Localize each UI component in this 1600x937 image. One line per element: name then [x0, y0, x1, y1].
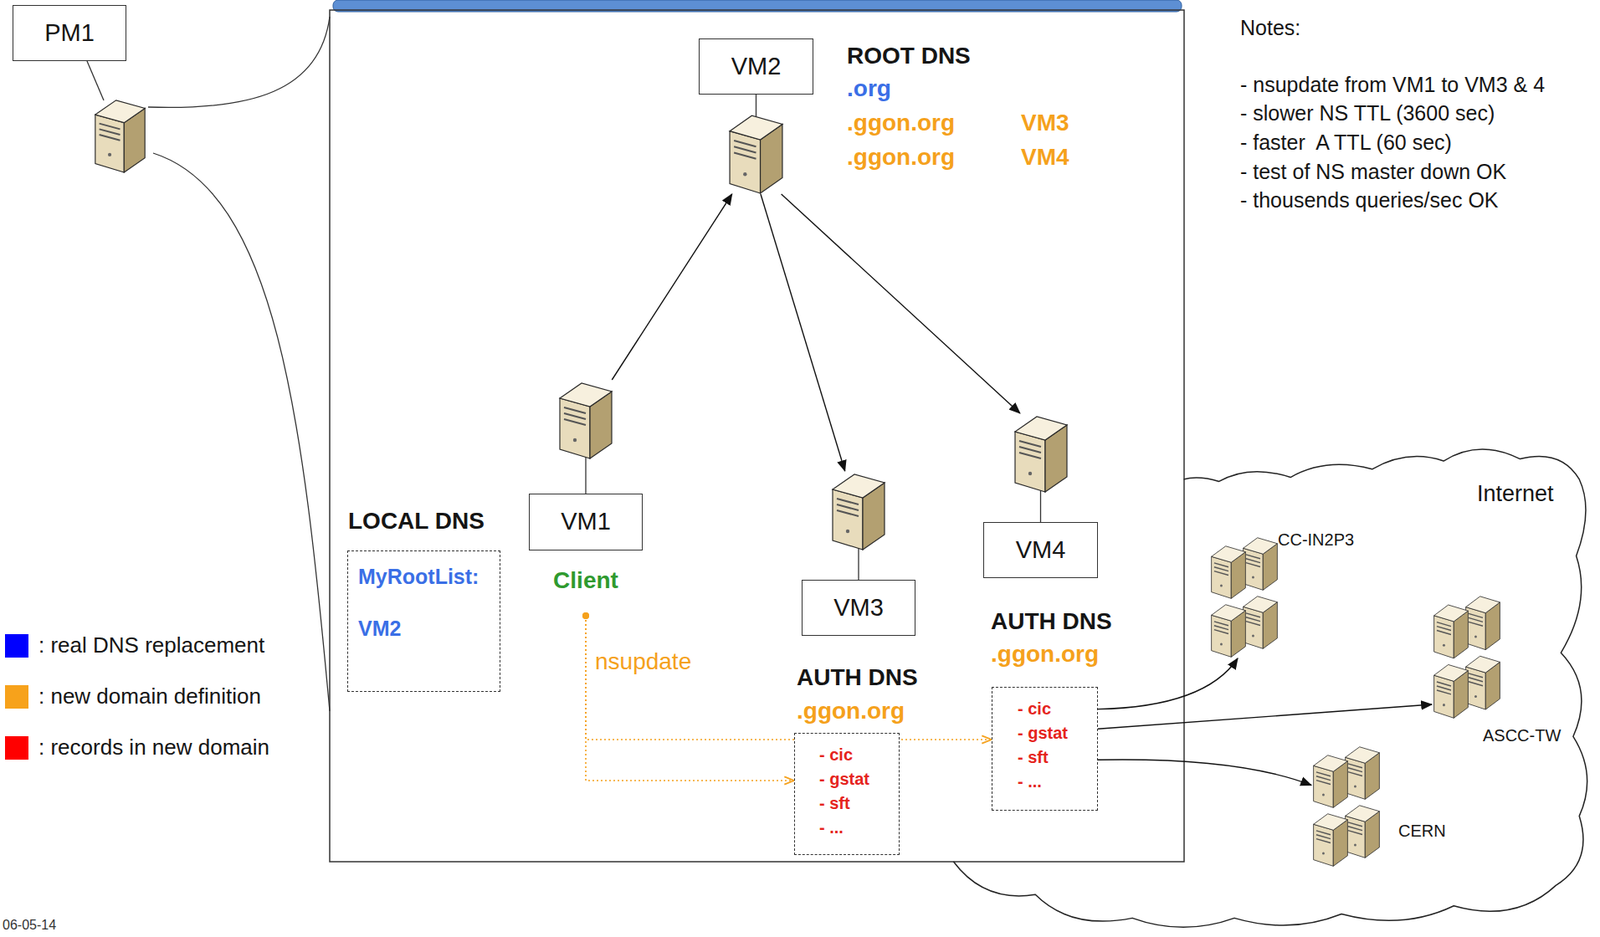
update-origin-dot	[582, 612, 590, 620]
host-server-icon	[95, 100, 145, 173]
server-icon	[726, 112, 786, 195]
server-icon-shape	[559, 383, 612, 459]
vm-label-box: VM1	[528, 493, 643, 551]
vm-name: VM2	[731, 52, 782, 81]
query-connector	[781, 194, 1021, 414]
site-name: ASCC-TW	[1482, 726, 1561, 746]
record-name: - sft	[1017, 748, 1049, 768]
cloud-label: Internet	[1476, 481, 1554, 508]
server-site: CC-IN2P3	[1209, 535, 1281, 659]
query-connector	[611, 194, 732, 380]
note-line: - test of NS master down OK	[1240, 159, 1507, 185]
notes-title: Notes:	[1240, 15, 1301, 41]
server-cluster-icon	[1311, 744, 1383, 868]
note-line: - faster A TTL (60 sec)	[1240, 130, 1452, 155]
server-cluster-icon	[1209, 535, 1281, 659]
record-name: - ...	[819, 818, 844, 838]
legend-text: : new domain definition	[38, 684, 262, 710]
role-label: Client	[553, 567, 619, 595]
server-ref: VM3	[1020, 109, 1070, 137]
tier-title: ROOT DNS	[846, 42, 971, 70]
host-name: PM1	[44, 19, 95, 47]
server-site: ASCC-TW	[1431, 594, 1503, 720]
server-icon	[1011, 413, 1071, 493]
update-origin-dot	[582, 612, 590, 620]
server-cluster-icon	[1431, 594, 1503, 720]
record-name: - gstat	[819, 769, 870, 790]
record-name: - cic	[1017, 699, 1052, 719]
record-name: - ...	[1017, 772, 1042, 792]
server-icon-shape	[1015, 416, 1067, 493]
server-cluster-icon-shape	[1313, 747, 1380, 867]
zone-name: .ggon.org	[846, 143, 955, 171]
host-link	[87, 61, 104, 101]
server-icon	[829, 471, 888, 551]
vm-name: VM3	[833, 594, 884, 622]
vm-name: VM1	[560, 507, 611, 536]
zone-name: .ggon.org	[846, 109, 955, 137]
box-heading: AUTH DNS	[796, 664, 918, 692]
vm-link	[857, 544, 859, 580]
host-box: PM1	[12, 5, 127, 62]
update-connector	[585, 615, 795, 781]
host-to-frame-wire	[148, 16, 330, 108]
vm-label-box: VM3	[801, 579, 916, 636]
cloud-outline	[953, 449, 1588, 928]
update-connector	[585, 615, 992, 740]
legend-swatch	[5, 685, 29, 709]
server-icon	[556, 379, 616, 460]
root-list-entry: MyRootList:	[358, 564, 479, 590]
vm-label-box: VM2	[698, 38, 814, 95]
query-connector	[1097, 759, 1312, 785]
server-icon-shape	[832, 474, 885, 550]
vm-link	[584, 453, 586, 494]
record-name: - gstat	[1017, 723, 1068, 744]
vm-node: VM4	[983, 413, 1098, 579]
legend-text: : records in new domain	[38, 735, 270, 761]
vm-node: VM2	[698, 38, 814, 195]
local-dns-box: LOCAL DNSMyRootList:VM2	[347, 550, 501, 693]
vm-node: VM3	[801, 471, 916, 636]
record-name: - cic	[819, 745, 853, 765]
note-line: - thousends queries/sec OK	[1240, 188, 1499, 213]
site-name: CERN	[1398, 821, 1447, 842]
record-list-box: AUTH DNS.ggon.org- cic- gstat- sft- ...	[991, 687, 1098, 811]
domain-name: .ggon.org	[990, 641, 1099, 668]
box-heading: LOCAL DNS	[348, 507, 485, 535]
virtual-host-frame	[329, 10, 1185, 862]
vm-name: VM4	[1015, 536, 1067, 565]
server-cluster-icon-shape	[1211, 538, 1278, 658]
date-stamp: 06-05-14	[2, 917, 57, 934]
record-name: - sft	[819, 794, 851, 814]
vm-label-box: VM4	[983, 522, 1098, 579]
note-line: - slower NS TTL (3600 sec)	[1240, 101, 1495, 126]
server-site: CERN	[1311, 744, 1383, 868]
site-name: CC-IN2P3	[1277, 530, 1354, 550]
server-icon-shape	[729, 115, 783, 194]
host-to-frame-wire	[153, 153, 330, 712]
domain-name: .ggon.org	[796, 697, 905, 725]
zone-name: .org	[846, 75, 892, 103]
legend-swatch	[5, 736, 29, 760]
legend-swatch	[5, 634, 29, 658]
record-list-box: AUTH DNS.ggon.org- cic- gstat- sft- ...	[794, 733, 900, 856]
query-connector	[760, 194, 846, 472]
query-connector	[1097, 704, 1432, 729]
query-connector	[1097, 658, 1238, 710]
legend-text: : real DNS replacement	[38, 633, 265, 659]
server-cluster-icon-shape	[1434, 596, 1501, 718]
connector-label: nsupdate	[592, 648, 694, 676]
note-line: - nsupdate from VM1 to VM3 & 4	[1240, 72, 1545, 98]
vm-node: VM1Client	[528, 379, 643, 616]
box-heading: AUTH DNS	[990, 608, 1113, 636]
root-list-entry: VM2	[358, 616, 401, 642]
vm-link	[1040, 487, 1042, 523]
server-ref: VM4	[1020, 143, 1070, 171]
internet-cloud: InternetCC-IN2P3ASCC-TWCERN	[917, 428, 1597, 931]
